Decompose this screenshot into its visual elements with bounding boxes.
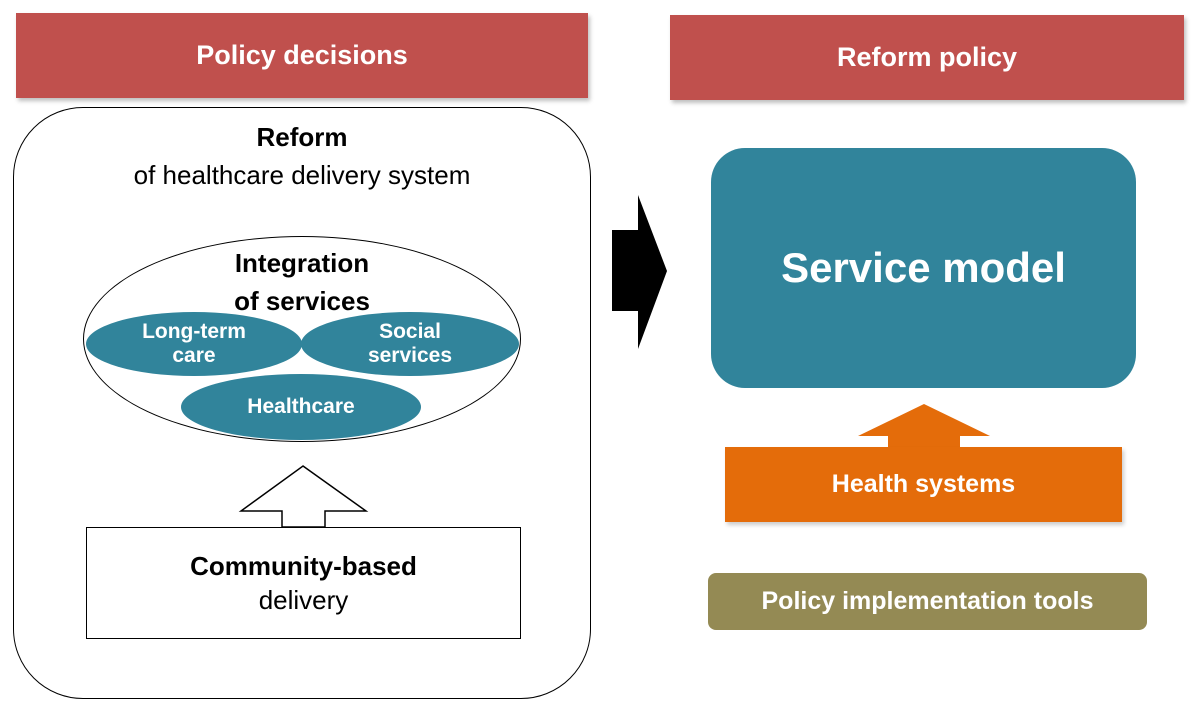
integration-title-line2: of services: [234, 286, 370, 316]
social-services-node: Social services: [301, 312, 519, 376]
healthcare-node: Healthcare: [181, 374, 421, 440]
integration-title-line1: Integration: [234, 248, 370, 278]
service-model-box: Service model: [711, 148, 1136, 388]
health-systems-box: Health systems: [725, 447, 1122, 522]
policy-decisions-header: Policy decisions: [16, 13, 588, 98]
reform-policy-header: Reform policy: [670, 15, 1184, 100]
policy-decisions-label: Policy decisions: [196, 40, 408, 70]
reform-title: Reform: [256, 122, 348, 152]
health-systems-label: Health systems: [831, 470, 1016, 498]
reform-subtitle: of healthcare delivery system: [133, 160, 471, 190]
long-term-care-label-1: Long-term: [142, 320, 246, 343]
reform-policy-label: Reform policy: [836, 42, 1018, 72]
service-model-label: Service model: [781, 244, 1066, 291]
integration-title: Integration of services: [180, 244, 424, 320]
social-services-label-1: Social: [379, 320, 441, 343]
policy-implementation-tools-label: Policy implementation tools: [761, 587, 1094, 615]
community-based-box: Community-based delivery: [86, 527, 521, 639]
community-subtitle: delivery: [258, 585, 349, 615]
healthcare-label: Healthcare: [247, 395, 355, 418]
policy-implementation-tools-box: Policy implementation tools: [708, 573, 1147, 630]
long-term-care-label-2: care: [172, 344, 216, 367]
community-title: Community-based: [190, 551, 417, 581]
long-term-care-node: Long-term care: [86, 312, 302, 376]
social-services-label-2: services: [367, 344, 453, 367]
